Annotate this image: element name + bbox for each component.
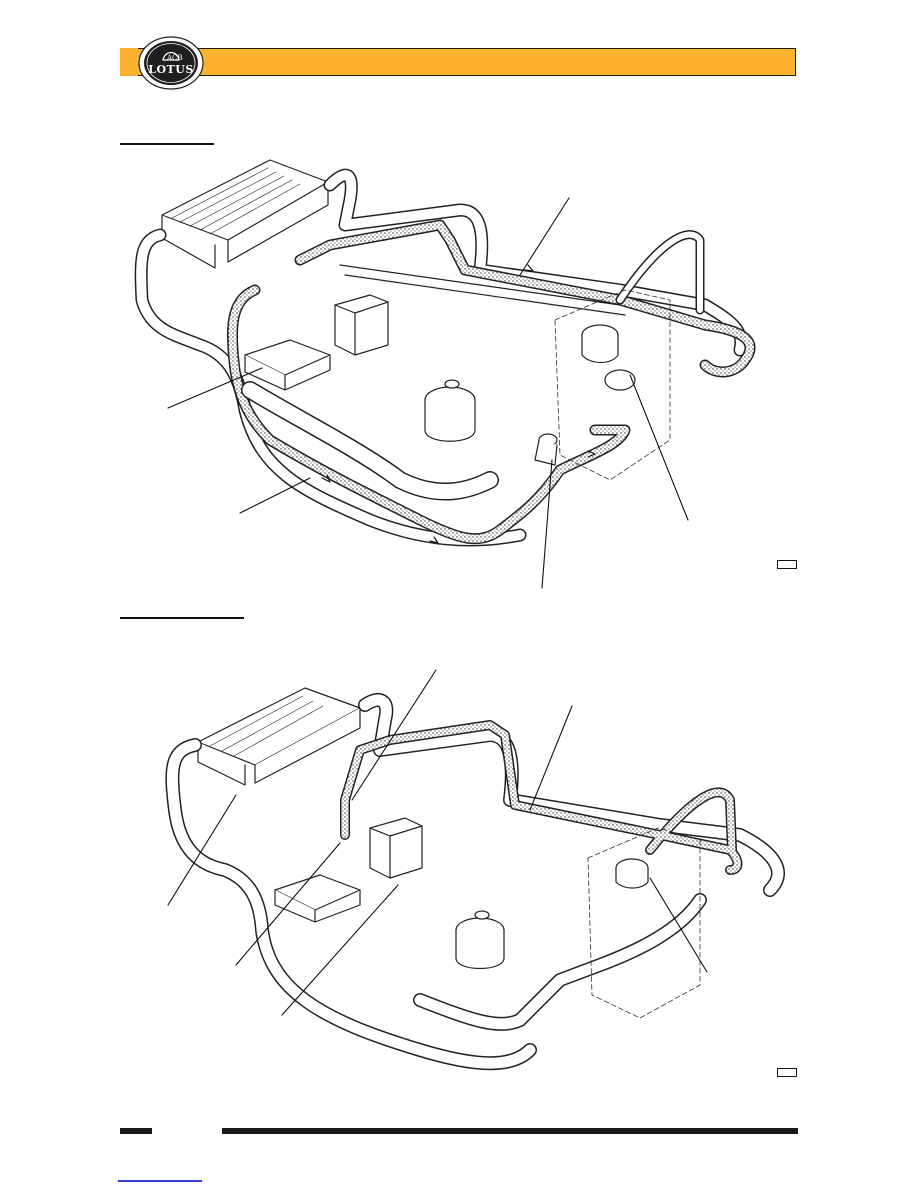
heater-matrix (161, 159, 329, 269)
header-bar (120, 48, 796, 76)
footer-link-underline[interactable] (118, 1180, 202, 1182)
leader-lines (167, 197, 689, 589)
expansion-tank (455, 910, 505, 969)
header-accent-left (120, 48, 138, 76)
figure-ref-box-2 (777, 1068, 797, 1077)
control-valve-block (334, 294, 389, 356)
control-valve-block (369, 817, 423, 879)
section-2-title-underline (120, 617, 244, 619)
footer-rule-right (222, 1128, 798, 1134)
engine-outline (554, 289, 671, 481)
footer-rule-left (120, 1128, 152, 1134)
figure-ref-box-1 (777, 560, 797, 569)
water-pump (581, 324, 636, 391)
hose-layout-diagram-1 (134, 159, 756, 589)
water-pump (615, 858, 649, 889)
logo-text: LOTUS (148, 63, 194, 76)
engine-outline (587, 827, 701, 1019)
expansion-tank (424, 379, 476, 442)
section-1-title-underline (120, 143, 214, 145)
hose-layout-diagram-2 (165, 669, 785, 1071)
lotus-logo-icon: ACB LOTUS (138, 36, 204, 90)
heater-matrix (197, 687, 361, 786)
svg-text:ACB: ACB (166, 54, 183, 62)
leader-lines (167, 669, 708, 1016)
